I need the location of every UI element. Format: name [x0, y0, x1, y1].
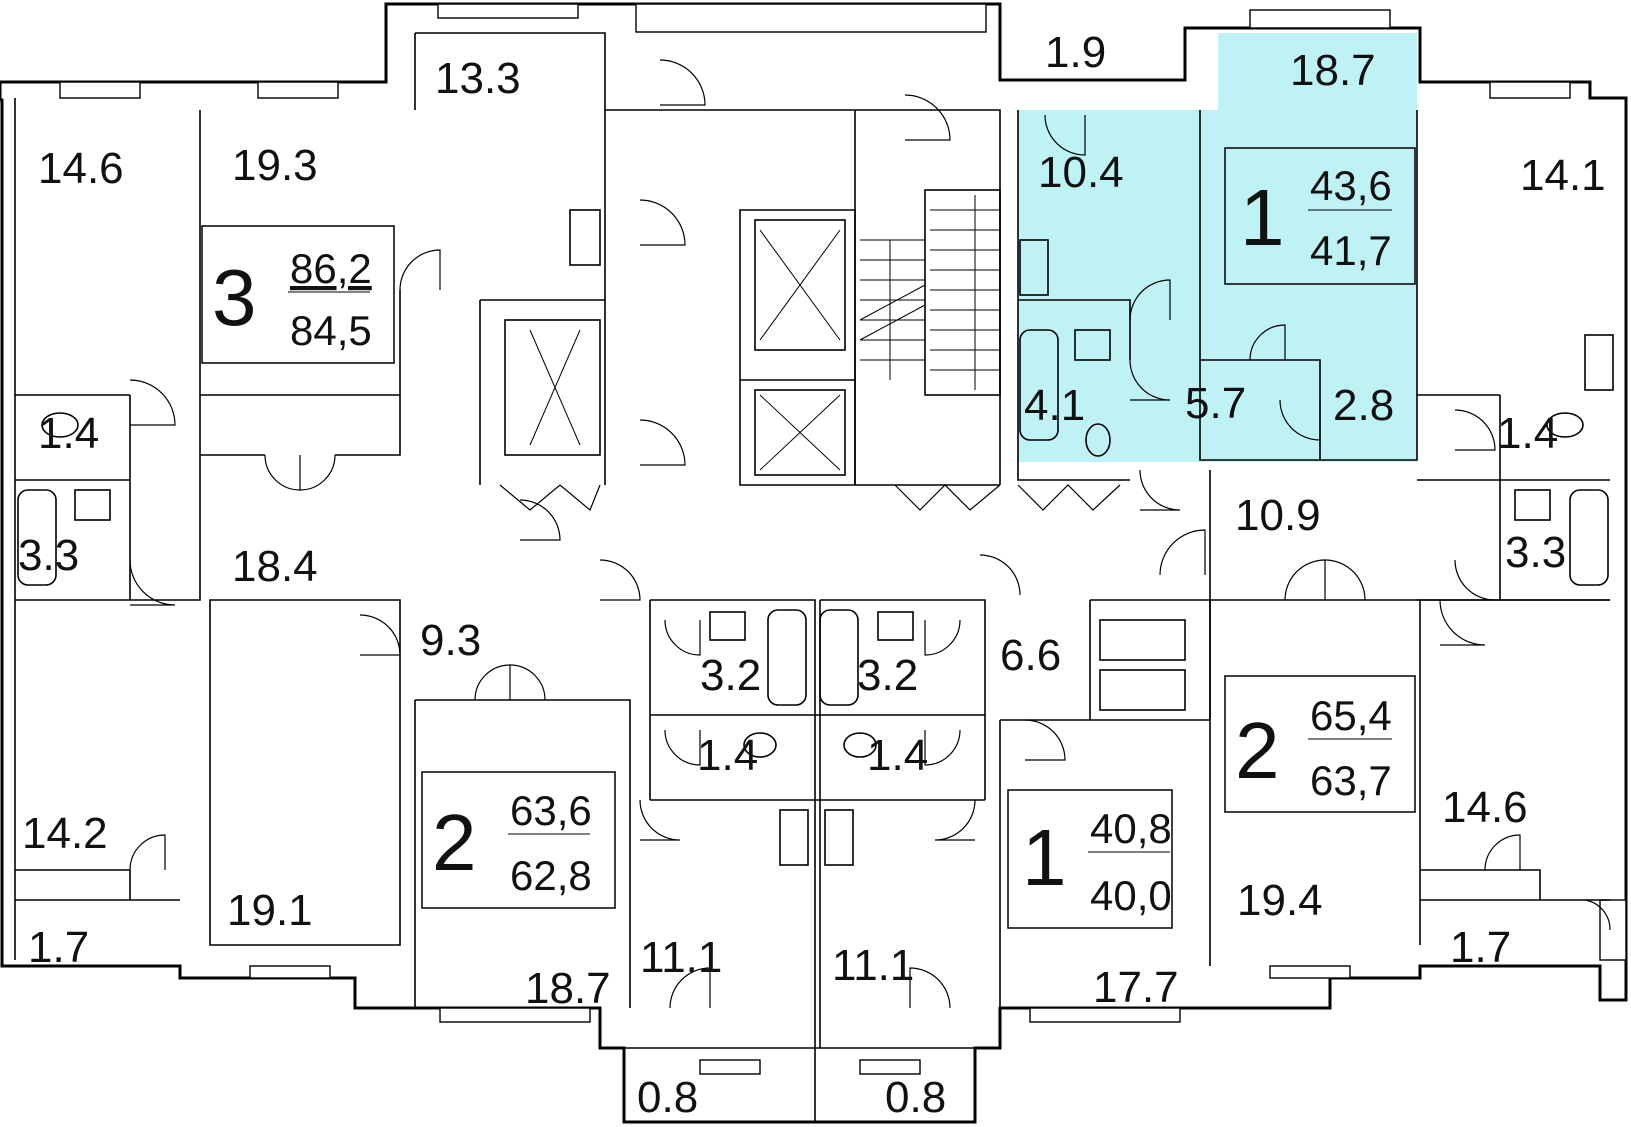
highlighted-apartment-fill — [1018, 33, 1417, 462]
room-area-label: 10.4 — [1038, 148, 1124, 197]
fixtures — [17, 209, 1614, 866]
room-area-label: 17.7 — [1093, 963, 1179, 1012]
room-area-label: 2.8 — [1333, 381, 1394, 430]
living-area: 41,7 — [1310, 227, 1392, 274]
room-area-label: 14.1 — [1520, 151, 1606, 200]
room-area-label: 13.3 — [435, 54, 521, 103]
staircase — [859, 189, 1001, 396]
room-area-label: 3.3 — [18, 531, 79, 580]
room-area-label: 5.7 — [1185, 379, 1246, 428]
room-area-label: 9.3 — [420, 616, 481, 665]
room-area-label: 3.2 — [857, 651, 918, 700]
room-area-label: 0.8 — [637, 1073, 698, 1122]
room-area-label: 11.1 — [832, 941, 914, 990]
living-area: 84,5 — [290, 307, 372, 354]
room-area-label: 1.4 — [867, 731, 928, 780]
living-area: 62,8 — [510, 852, 592, 899]
room-area-label: 11.1 — [640, 933, 722, 982]
room-area-label: 3.2 — [700, 651, 761, 700]
room-area-label: 1.4 — [1497, 409, 1558, 458]
room-area-label: 18.7 — [1290, 46, 1376, 95]
room-area-label: 19.3 — [232, 141, 318, 190]
total-area: 40,8 — [1090, 805, 1172, 852]
elevators — [504, 219, 846, 476]
inner-walls — [14, 32, 1610, 1122]
room-area-label: 0.8 — [885, 1073, 946, 1122]
room-area-label: 14.6 — [1442, 783, 1528, 832]
total-area: 63,6 — [510, 787, 592, 834]
room-area-label: 19.1 — [227, 886, 313, 935]
apartment-box-a3: 2 63,6 62,8 — [421, 771, 616, 909]
room-area-label: 14.6 — [38, 144, 124, 193]
total-area: 43,6 — [1310, 162, 1392, 209]
rooms-count: 1 — [1022, 813, 1067, 902]
rooms-count: 3 — [212, 253, 257, 342]
apartment-box-a1: 3 86,2 84,5 — [201, 225, 395, 364]
total-area: 86,2 — [290, 245, 372, 292]
room-area-label: 14.2 — [22, 809, 108, 858]
room-area-label: 1.9 — [1045, 28, 1106, 77]
living-area: 63,7 — [1310, 757, 1392, 804]
rooms-count: 2 — [432, 798, 477, 887]
room-area-label: 1.4 — [38, 409, 99, 458]
room-area-label: 18.4 — [232, 542, 318, 591]
apartment-box-a2: 1 43,6 41,7 — [1224, 147, 1416, 285]
living-area: 40,0 — [1090, 872, 1172, 919]
room-area-label: 1.4 — [697, 731, 758, 780]
room-area-label: 10.9 — [1235, 491, 1321, 540]
doors — [129, 59, 1611, 1009]
room-labels: 13.3 1.9 18.7 14.6 19.3 10.4 14.1 1.4 4.… — [18, 28, 1606, 1122]
room-area-label: 18.7 — [525, 964, 611, 1013]
rooms-count: 1 — [1240, 173, 1285, 262]
room-area-label: 1.7 — [28, 923, 89, 972]
room-area-label: 19.4 — [1237, 876, 1323, 925]
apartment-box-a5: 2 65,4 63,7 — [1224, 675, 1416, 813]
apartment-box-a4: 1 40,8 40,0 — [1007, 789, 1173, 929]
rooms-count: 2 — [1235, 706, 1280, 795]
total-area: 65,4 — [1310, 692, 1392, 739]
room-area-label: 1.7 — [1450, 923, 1511, 972]
room-area-label: 3.3 — [1505, 528, 1566, 577]
room-area-label: 6.6 — [1000, 631, 1061, 680]
room-area-label: 4.1 — [1024, 381, 1085, 430]
